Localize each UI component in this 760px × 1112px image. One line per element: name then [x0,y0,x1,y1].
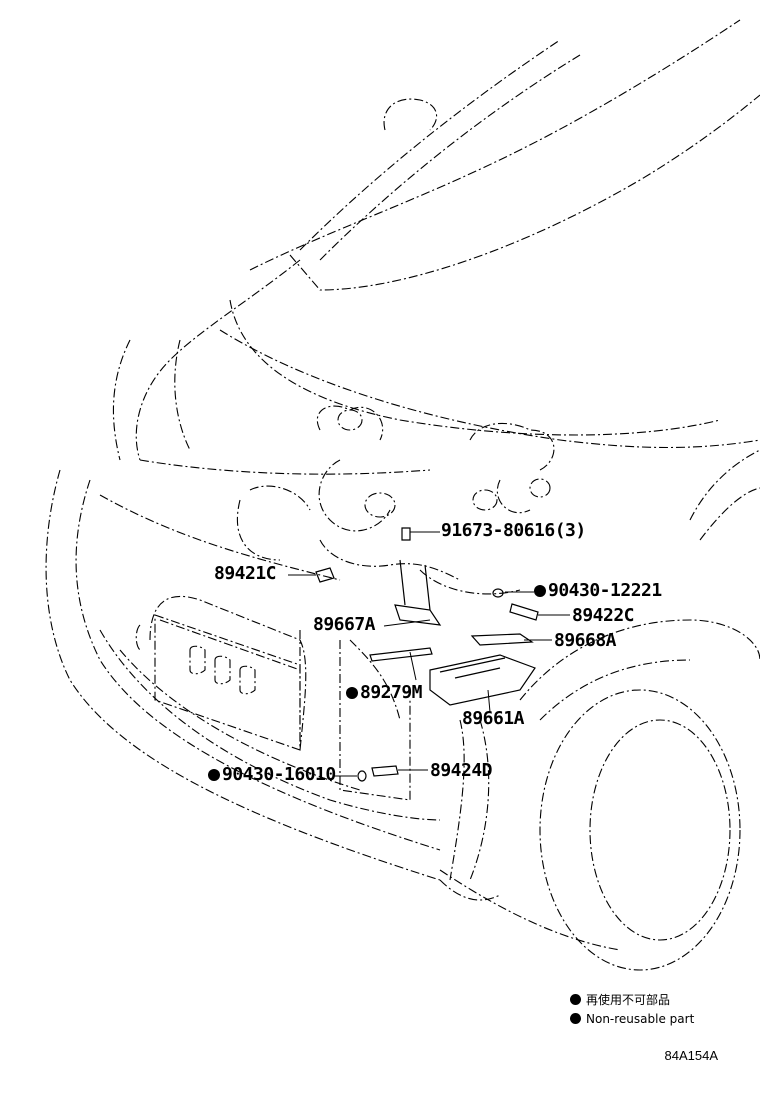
part-number: 89667A [313,614,376,635]
gasket-90430-16010-shape [357,770,367,782]
diagram-code: 84A154A [664,1048,719,1063]
part-label-89668a: 89668A [554,630,617,651]
part-label-89422c: 89422C [572,605,635,626]
part-label-89667a: 89667A [313,614,376,635]
part-label-90430-16010: 90430-16010 [208,764,336,785]
part-label-89661a: 89661A [462,708,525,729]
ecu-89661a-shape [429,654,536,706]
part-number: 89421C [214,563,277,584]
part-number: 89661A [462,708,525,729]
license-plate-outline [135,614,301,751]
part-label-89421c: 89421C [214,563,277,584]
part-number: 90430-16010 [222,764,336,785]
legend-text-english: Non-reusable part [586,1012,695,1026]
bolt-91673-shape [401,527,411,541]
non-reusable-bullet-icon [208,769,220,781]
part-label-90430-12221: 90430-12221 [534,580,662,601]
clamp-89279m-shape [369,647,433,662]
sensor-89424d-shape [371,765,399,777]
non-reusable-bullet-icon [570,1013,581,1024]
part-label-89279m: 89279M [346,682,423,703]
legend-japanese: 再使用不可部品 [570,991,670,1008]
sensor-89421c-shape [315,567,335,583]
non-reusable-bullet-icon [346,687,358,699]
sensor-89422c-shape [509,603,539,621]
bracket-89668a-shape [470,633,534,646]
part-number: 91673-80616(3) [441,520,586,541]
non-reusable-bullet-icon [570,994,581,1005]
non-reusable-bullet-icon [534,585,546,597]
part-label-91673-80616: 91673-80616(3) [441,520,586,541]
part-number: 89424D [430,760,493,781]
engine-outline [236,405,555,801]
part-label-89424d: 89424D [430,760,493,781]
bracket-89667a-shape [394,604,442,626]
car-body-outline [45,19,760,971]
part-shapes [315,527,539,782]
leader-lines [288,531,570,777]
legend-english: Non-reusable part [570,1012,694,1026]
part-number: 89668A [554,630,617,651]
legend-text-japanese: 再使用不可部品 [586,993,671,1007]
gasket-90430-12221-shape [492,588,504,598]
part-number: 89422C [572,605,635,626]
part-number: 89279M [360,682,423,703]
part-number: 90430-12221 [548,580,662,601]
